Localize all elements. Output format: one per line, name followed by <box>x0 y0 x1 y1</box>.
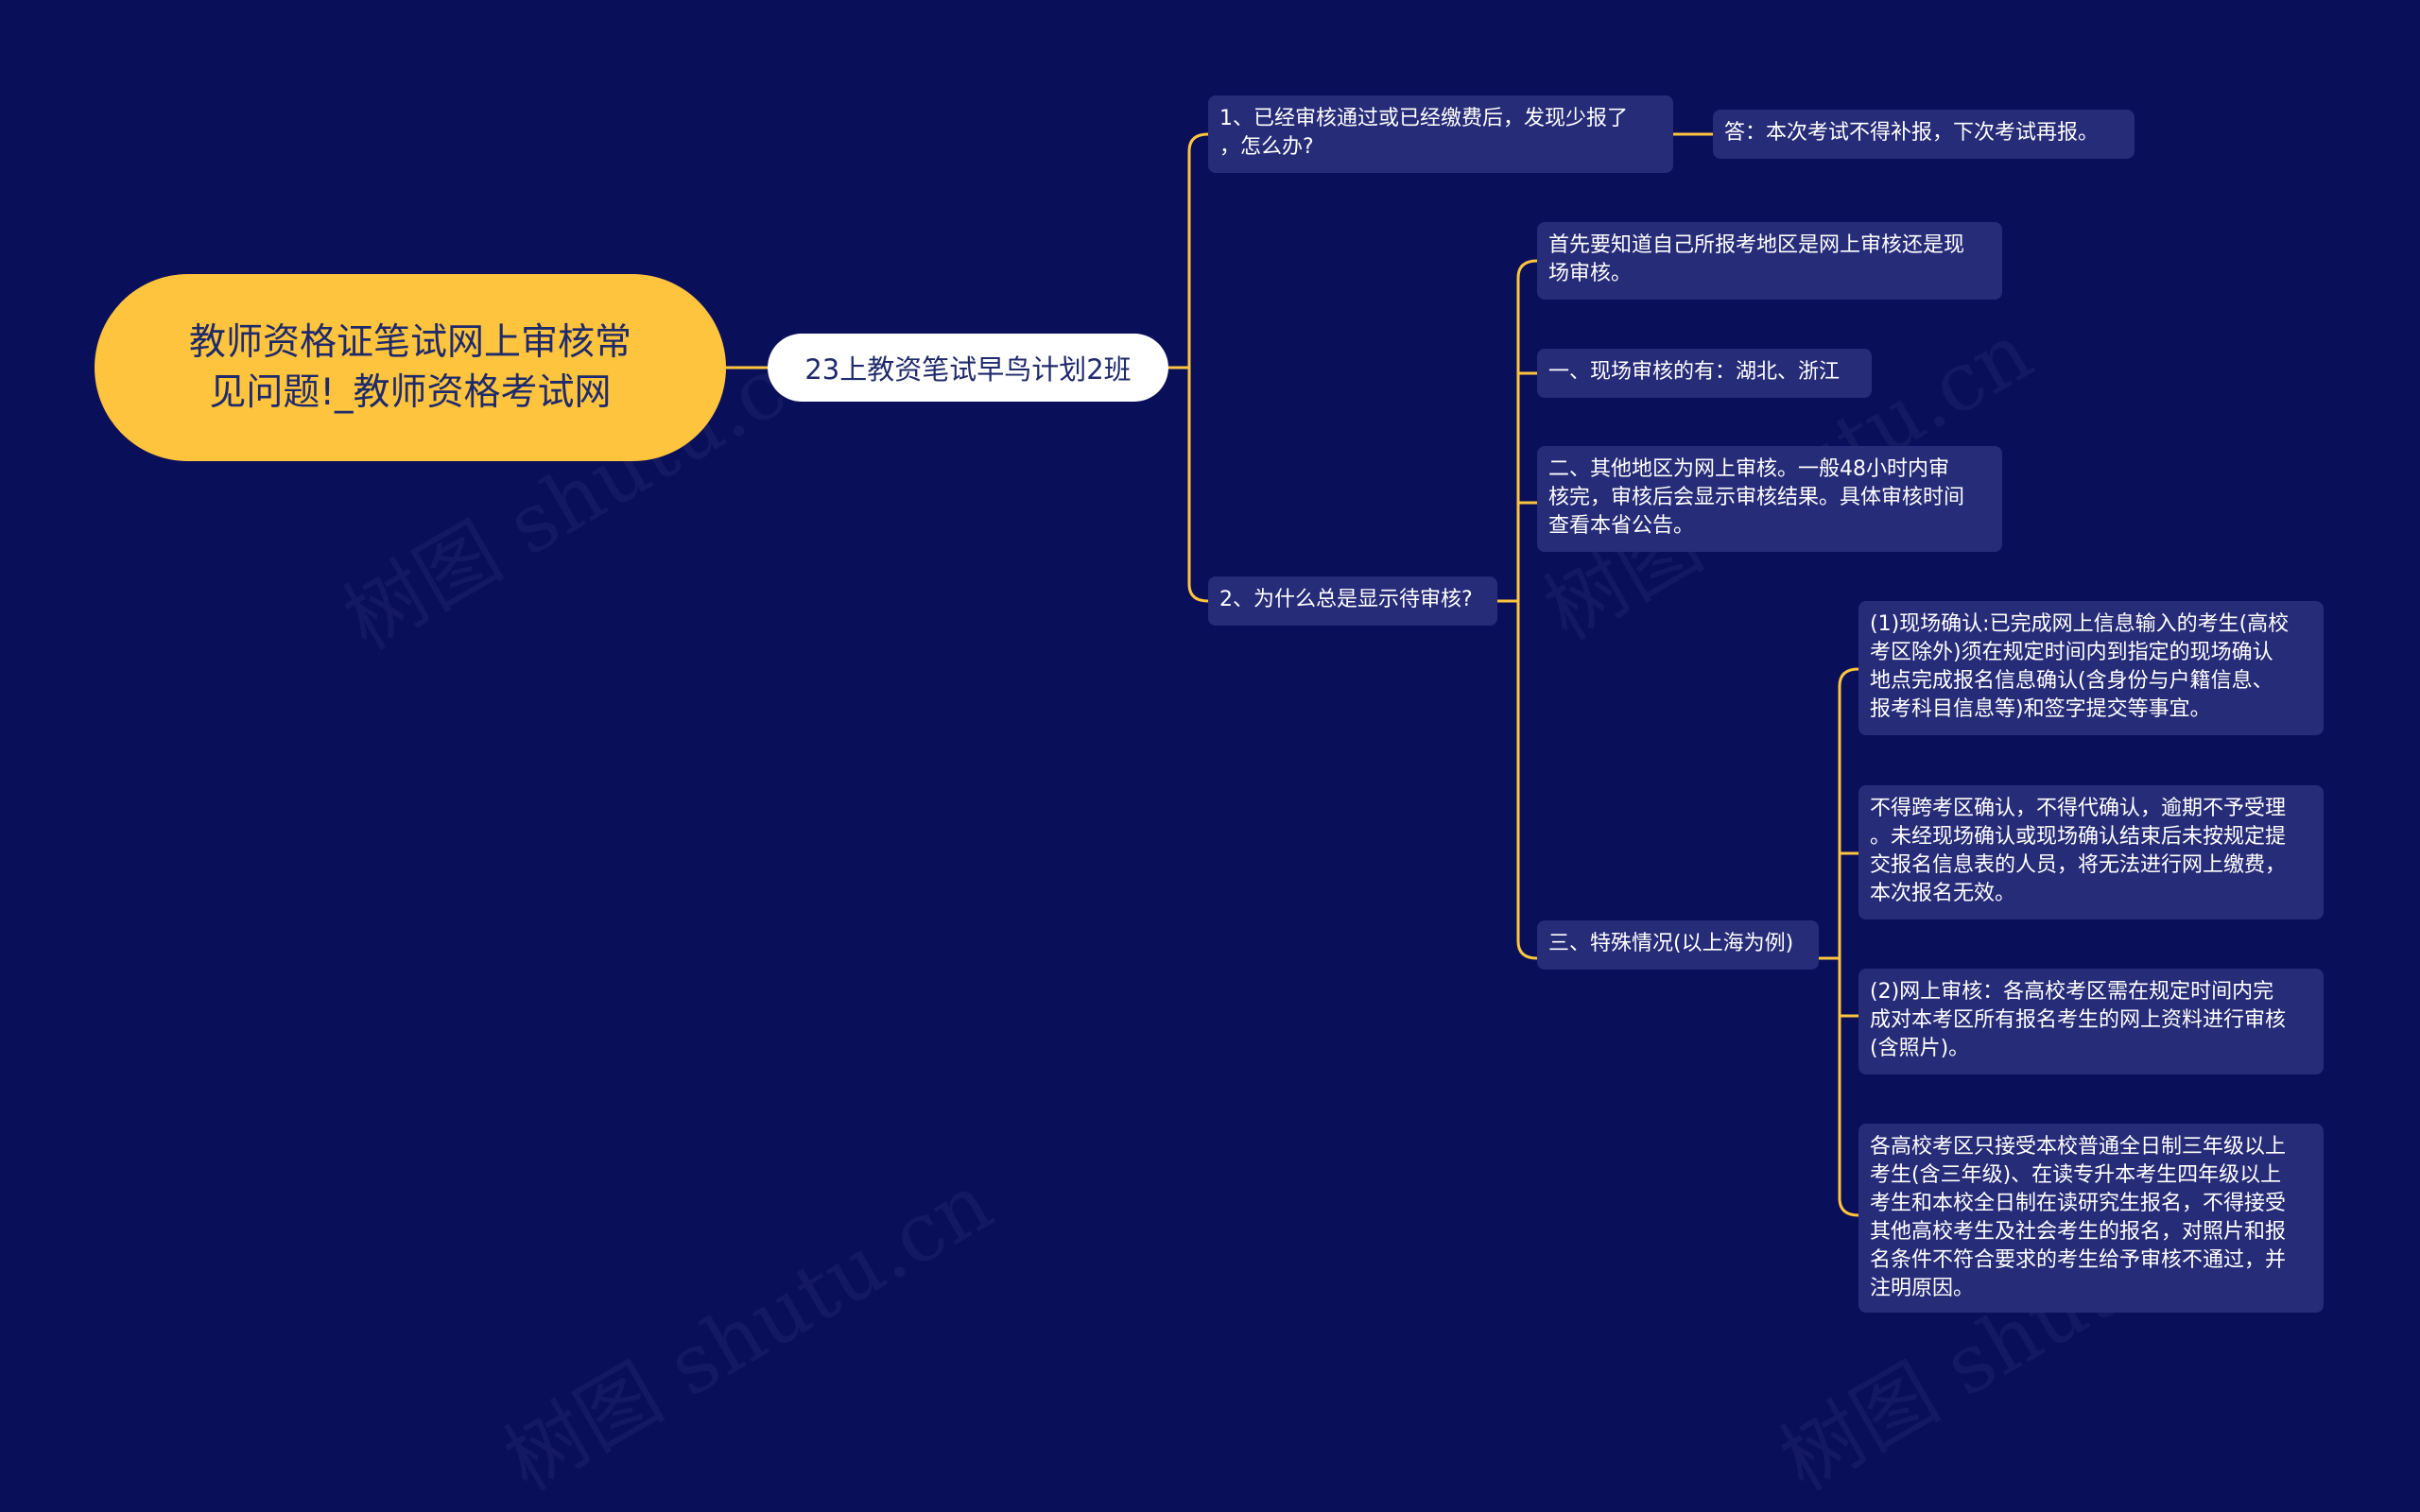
subtopic-node[interactable]: 23上教资笔试早鸟计划2班 <box>768 334 1168 402</box>
mindmap-canvas: 树图 shutu.cn 树图 shutu.cn 树图 shutu.cn 树图 s… <box>95 95 2324 1509</box>
answer-1-node[interactable]: 答：本次考试不得补报，下次考试再报。 <box>1713 110 2135 159</box>
online-audit-node[interactable]: (2)网上审核：各高校考区需在规定时间内完 成对本考区所有报名考生的网上资料进行… <box>1858 969 2324 1074</box>
onsite-confirmation-node[interactable]: (1)现场确认:已完成网上信息输入的考生(高校 考区除外)须在规定时间内到指定的… <box>1858 601 2324 735</box>
connector <box>1838 667 1860 960</box>
root-topic[interactable]: 教师资格证笔试网上审核常见问题!_教师资格考试网 <box>95 274 726 461</box>
review-type-intro-node[interactable]: 首先要知道自己所报考地区是网上审核还是现 场审核。 <box>1537 222 2002 300</box>
special-case-node[interactable]: 三、特殊情况(以上海为例) <box>1537 920 1819 970</box>
onsite-review-node[interactable]: 一、现场审核的有：湖北、浙江 <box>1537 349 1872 398</box>
connector <box>1516 259 1539 603</box>
connector <box>1838 956 1860 1217</box>
confirmation-rules-node[interactable]: 不得跨考区确认，不得代确认，逾期不予受理 。未经现场确认或现场确认结束后未按规定… <box>1858 785 2324 919</box>
online-review-node[interactable]: 二、其他地区为网上审核。一般48小时内审 核完，审核后会显示审核结果。具体审核时… <box>1537 446 2002 552</box>
connector <box>1516 599 1539 960</box>
university-district-rules-node[interactable]: 各高校考区只接受本校普通全日制三年级以上 考生(含三年级)、在读专升本考生四年级… <box>1858 1124 2324 1313</box>
subtopic-label: 23上教资笔试早鸟计划2班 <box>804 353 1132 386</box>
question-2-node[interactable]: 2、为什么总是显示待审核? <box>1208 576 1497 626</box>
question-1-node[interactable]: 1、已经审核通过或已经缴费后，发现少报了 ，怎么办? <box>1208 95 1673 173</box>
connector <box>1187 366 1210 603</box>
connector-lines <box>724 132 1860 1217</box>
root-topic-label: 教师资格证笔试网上审核常见问题!_教师资格考试网 <box>188 321 631 414</box>
connector <box>1187 132 1210 369</box>
